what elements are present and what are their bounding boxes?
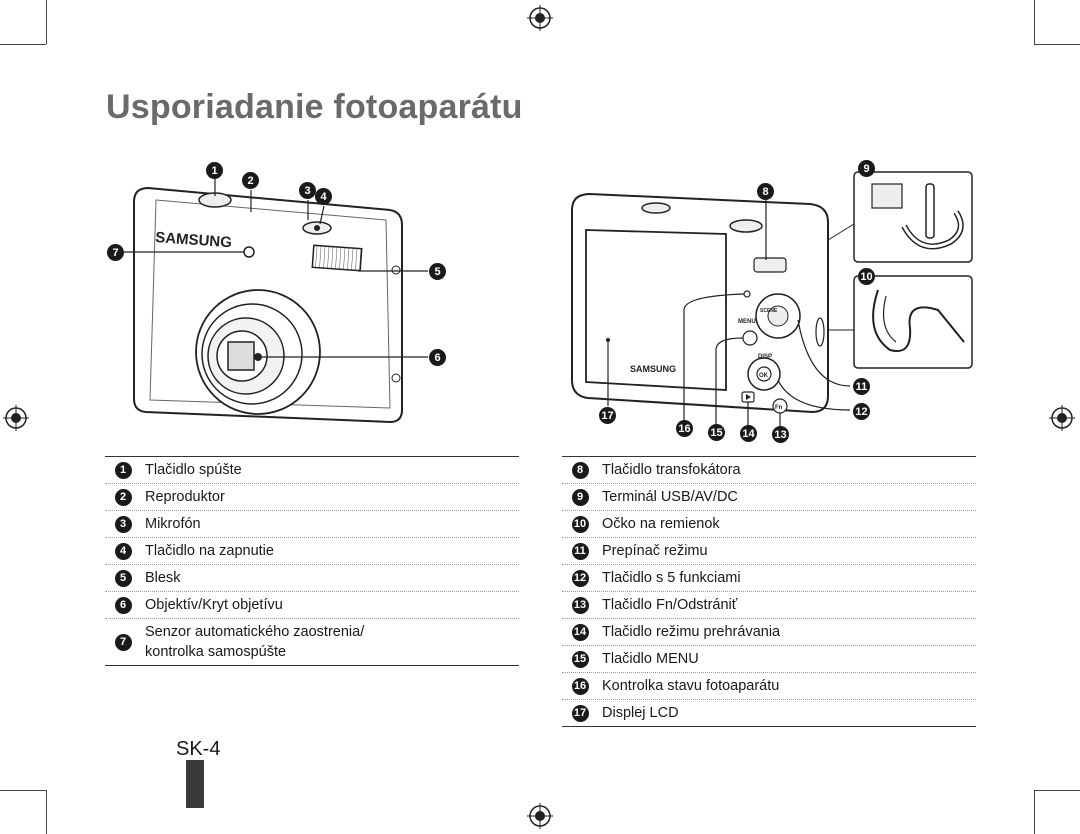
callout-13: 13 xyxy=(772,426,789,443)
callout-12: 12 xyxy=(853,403,870,420)
item-label: Objektív/Kryt objetívu xyxy=(145,597,283,613)
table-row: 15 Tlačidlo MENU xyxy=(562,646,976,673)
item-label: Blesk xyxy=(145,570,181,586)
item-number: 3 xyxy=(114,515,132,533)
callout-9: 9 xyxy=(858,160,875,177)
item-number: 2 xyxy=(114,488,132,506)
table-row: 3 Mikrofón xyxy=(105,511,519,538)
item-number: 11 xyxy=(571,542,589,560)
table-row: 7 Senzor automatického zaostrenia/ kontr… xyxy=(105,619,519,666)
scene-label: SCENE xyxy=(760,308,778,314)
back-brand-text: SAMSUNG xyxy=(630,364,676,374)
item-number: 8 xyxy=(571,461,589,479)
table-row: 16 Kontrolka stavu fotoaparátu xyxy=(562,673,976,700)
camera-front-illustration: SAMSUNG xyxy=(124,176,428,424)
callout-1: 1 xyxy=(206,162,223,179)
crop-mark xyxy=(1034,44,1080,45)
callout-16: 16 xyxy=(676,420,693,437)
registration-mark-icon xyxy=(527,803,553,829)
page-number: SK-4 xyxy=(176,738,221,760)
item-label-line2: kontrolka samospúšte xyxy=(145,644,287,660)
parts-table-left: 1 Tlačidlo spúšte 2 Reproduktor 3 Mikrof… xyxy=(105,456,519,666)
item-number: 4 xyxy=(114,542,132,560)
front-brand-text: SAMSUNG xyxy=(155,229,233,251)
item-label: Terminál USB/AV/DC xyxy=(602,489,738,505)
ok-label: OK xyxy=(759,373,769,379)
item-label: Tlačidlo režimu prehrávania xyxy=(602,624,781,640)
item-number: 16 xyxy=(571,677,589,695)
crop-mark xyxy=(0,790,46,791)
callout-11: 11 xyxy=(853,378,870,395)
callout-17: 17 xyxy=(599,407,616,424)
table-row: 5 Blesk xyxy=(105,565,519,592)
callout-4: 4 xyxy=(315,188,332,205)
callout-5: 5 xyxy=(429,263,446,280)
table-row: 17 Displej LCD xyxy=(562,700,976,727)
item-label: Prepínač režimu xyxy=(602,543,708,559)
item-label: Tlačidlo s 5 funkciami xyxy=(602,570,741,586)
section-tab xyxy=(186,760,204,808)
item-number: 10 xyxy=(571,515,589,533)
page-title: Usporiadanie fotoaparátu xyxy=(106,88,523,126)
item-number: 13 xyxy=(571,596,589,614)
callout-14: 14 xyxy=(740,425,757,442)
table-row: 4 Tlačidlo na zapnutie xyxy=(105,538,519,565)
item-number: 17 xyxy=(571,704,589,722)
crop-mark xyxy=(1034,0,1035,44)
table-row: 6 Objektív/Kryt objetívu xyxy=(105,592,519,619)
table-row: 14 Tlačidlo režimu prehrávania xyxy=(562,619,976,646)
callout-7: 7 xyxy=(107,244,124,261)
item-label: Reproduktor xyxy=(145,489,225,505)
table-row: 13 Tlačidlo Fn/Odstrániť xyxy=(562,592,976,619)
item-label: Senzor automatického zaostrenia/ xyxy=(145,624,365,640)
item-label: Tlačidlo spúšte xyxy=(145,462,242,478)
callout-2: 2 xyxy=(242,172,259,189)
callout-10: 10 xyxy=(858,268,875,285)
item-label: Očko na remienok xyxy=(602,516,720,532)
item-label: Displej LCD xyxy=(602,705,679,721)
callout-6: 6 xyxy=(429,349,446,366)
callout-3: 3 xyxy=(299,182,316,199)
callout-15: 15 xyxy=(708,424,725,441)
table-row: 10 Očko na remienok xyxy=(562,511,976,538)
item-label: Tlačidlo Fn/Odstrániť xyxy=(602,597,738,613)
table-row: 2 Reproduktor xyxy=(105,484,519,511)
registration-mark-icon xyxy=(527,5,553,31)
item-label: Tlačidlo transfokátora xyxy=(602,462,741,478)
table-row: 9 Terminál USB/AV/DC xyxy=(562,484,976,511)
item-number: 6 xyxy=(114,596,132,614)
item-label: Tlačidlo MENU xyxy=(602,651,699,667)
item-number: 9 xyxy=(571,488,589,506)
fn-label: Fn xyxy=(775,405,783,411)
table-row: 12 Tlačidlo s 5 funkciami xyxy=(562,565,976,592)
table-row: 1 Tlačidlo spúšte xyxy=(105,456,519,484)
item-label: Kontrolka stavu fotoaparátu xyxy=(602,678,780,694)
parts-table-right: 8 Tlačidlo transfokátora 9 Terminál USB/… xyxy=(562,456,976,727)
crop-mark xyxy=(0,44,46,45)
table-row: 8 Tlačidlo transfokátora xyxy=(562,456,976,484)
table-row: 11 Prepínač režimu xyxy=(562,538,976,565)
crop-mark xyxy=(46,0,47,44)
item-number: 15 xyxy=(571,650,589,668)
item-label: Mikrofón xyxy=(145,516,201,532)
item-label: Tlačidlo na zapnutie xyxy=(145,543,274,559)
crop-mark xyxy=(1034,790,1080,791)
item-number: 7 xyxy=(114,633,132,651)
registration-mark-icon xyxy=(1049,405,1075,431)
menu-label: MENU xyxy=(738,319,756,325)
registration-mark-icon xyxy=(3,405,29,431)
item-number: 12 xyxy=(571,569,589,587)
camera-back-illustration: SAMSUNG SCENE MENU DISP OK Fn xyxy=(571,171,973,426)
item-number: 14 xyxy=(571,623,589,641)
item-number: 1 xyxy=(114,461,132,479)
crop-mark xyxy=(1034,790,1035,834)
callout-8: 8 xyxy=(757,183,774,200)
item-number: 5 xyxy=(114,569,132,587)
disp-label: DISP xyxy=(758,354,772,360)
crop-mark xyxy=(46,790,47,834)
